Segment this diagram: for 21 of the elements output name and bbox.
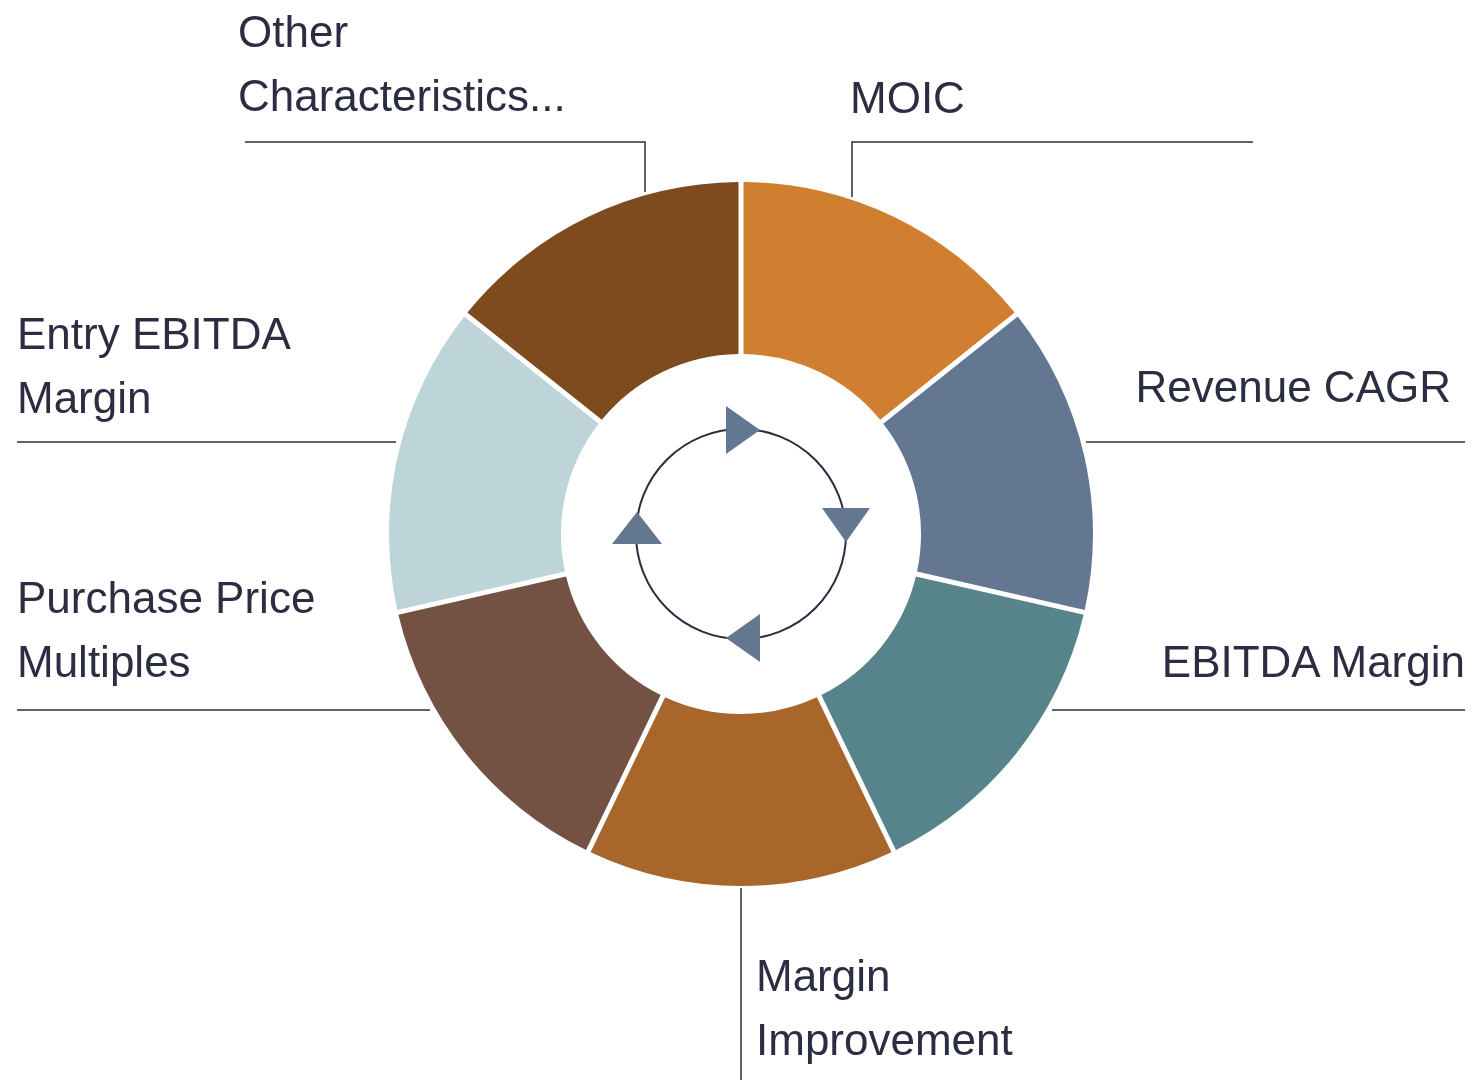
donut-segment — [398, 576, 661, 851]
leader-line — [740, 887, 742, 1081]
segment-label: MOIC — [850, 72, 966, 124]
segment-label: Margin Improvement — [756, 950, 1014, 1066]
donut-segment — [743, 182, 1015, 420]
segment-label: Other Characteristics... — [238, 6, 567, 122]
leader-line — [16, 441, 397, 443]
leader-line — [851, 141, 1254, 198]
segment-label: Purchase Price Multiples — [17, 572, 317, 688]
leader-line — [1085, 441, 1466, 443]
donut-segment — [467, 182, 739, 420]
leader-line — [16, 709, 431, 711]
segment-label: Entry EBITDA Margin — [17, 308, 291, 424]
donut-segment — [389, 316, 599, 610]
segment-label: Revenue CAGR — [1134, 361, 1451, 413]
segment-label: EBITDA Margin — [1160, 636, 1465, 688]
leader-line — [244, 141, 646, 193]
donut-segment — [590, 697, 892, 886]
leader-line — [1051, 709, 1466, 711]
donut-segment — [821, 576, 1084, 851]
donut-segment — [883, 316, 1093, 610]
